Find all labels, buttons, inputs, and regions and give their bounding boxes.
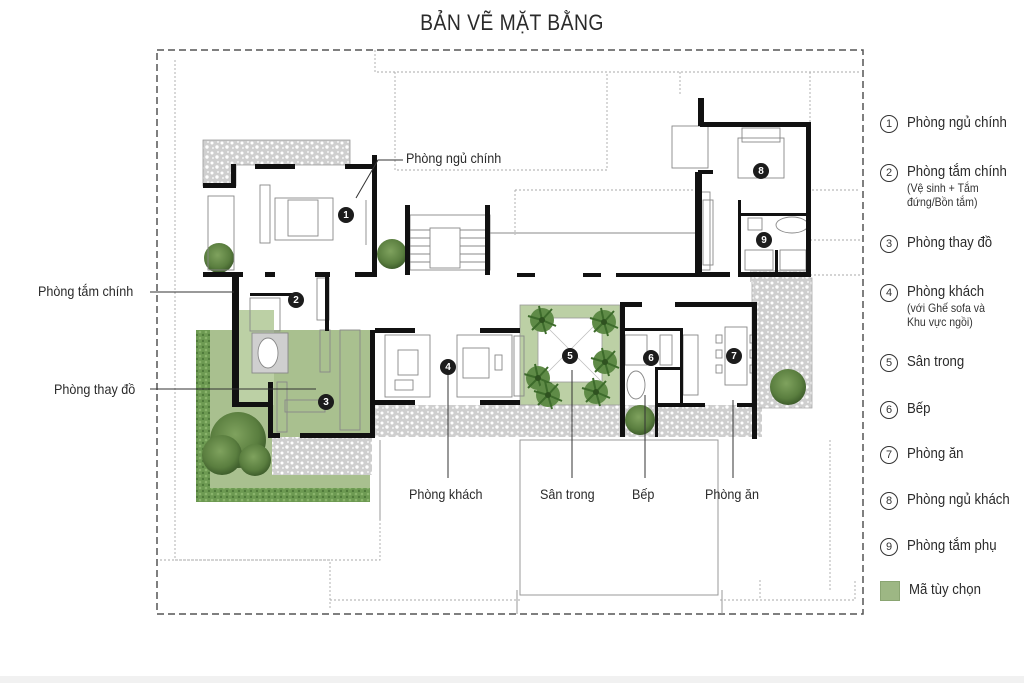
legend-number-4: 4 [880, 284, 898, 302]
legend-number-8: 8 [880, 492, 898, 510]
legend-number-1: 1 [880, 115, 898, 133]
legend-item-swatch: Mã tùy chọn [880, 581, 991, 601]
legend-label: Mã tùy chọn [909, 581, 981, 598]
legend-item: 2 Phòng tắm chính (Vệ sinh + Tắm đứng/Bồ… [880, 163, 1020, 209]
room-marker-5: 5 [562, 348, 578, 364]
legend-label: Sân trong [907, 353, 965, 370]
room-marker-2: 2 [288, 292, 304, 308]
legend-item: 3 Phòng thay đồ [880, 234, 1004, 253]
callout-master-bedroom: Phòng ngủ chính [406, 150, 502, 166]
legend-item: 1 Phòng ngủ chính [880, 114, 1020, 133]
legend-label: Phòng ngủ khách [907, 491, 1010, 508]
callout-courtyard: Sân trong [540, 486, 595, 502]
callout-kitchen: Bếp [632, 486, 655, 502]
legend-label: Phòng khách [907, 283, 985, 300]
bottom-edge [0, 676, 1024, 683]
room-marker-8: 8 [753, 163, 769, 179]
legend-item: 4 Phòng khách (với Ghế sofa và Khu vực n… [880, 283, 996, 329]
legend-item: 9 Phòng tắm phụ [880, 537, 1009, 556]
room-marker-7: 7 [726, 348, 742, 364]
callout-dressing: Phòng thay đồ [54, 381, 136, 397]
room-marker-9: 9 [756, 232, 772, 248]
legend-label: Bếp [907, 400, 931, 417]
legend-sublabel: đứng/Bồn tắm) [907, 195, 978, 209]
legend-number-2: 2 [880, 164, 898, 182]
legend-label: Phòng ăn [907, 445, 964, 462]
leader-master-bedroom [355, 159, 403, 199]
callout-living: Phòng khách [409, 486, 483, 502]
legend-number-5: 5 [880, 354, 898, 372]
legend-item: 6 Bếp [880, 400, 934, 419]
legend-number-6: 6 [880, 401, 898, 419]
room-marker-3: 3 [318, 394, 334, 410]
callout-dining: Phòng ăn [705, 486, 759, 502]
legend-item: 8 Phòng ngủ khách [880, 491, 1024, 510]
legend-item: 5 Sân trong [880, 353, 972, 372]
legend-label: Phòng tắm phụ [907, 537, 997, 554]
plan-title: BẢN VẼ MẶT BẰNG [420, 10, 604, 35]
legend-item: 7 Phòng ăn [880, 445, 971, 464]
legend-label: Phòng ngủ chính [907, 114, 1007, 131]
room-marker-1: 1 [338, 207, 354, 223]
room-marker-6: 6 [643, 350, 659, 366]
legend-number-3: 3 [880, 235, 898, 253]
legend-sublabel: (với Ghế sofa và [907, 301, 985, 315]
legend-sublabel: Khu vực ngồi) [907, 315, 973, 329]
legend-green-swatch-icon [880, 581, 900, 601]
legend-number-7: 7 [880, 446, 898, 464]
legend-label: Phòng thay đồ [907, 234, 993, 251]
site-boundary [156, 49, 864, 615]
legend-label: Phòng tắm chính [907, 163, 1007, 180]
room-marker-4: 4 [440, 359, 456, 375]
legend-number-9: 9 [880, 538, 898, 556]
legend-sublabel: (Vệ sinh + Tắm [907, 181, 979, 195]
callout-master-bath: Phòng tắm chính [38, 283, 134, 299]
